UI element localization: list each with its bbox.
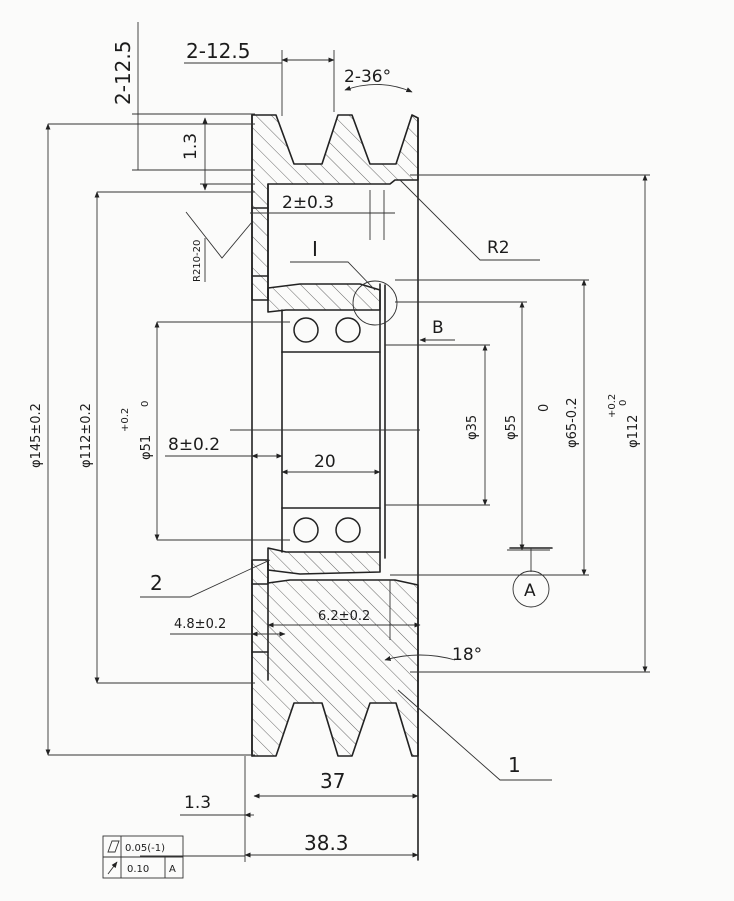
tolerance-frame: 0.05(-1) 0.10 A: [102, 835, 184, 879]
label-bearing-od-tol-upper: +0.2: [120, 408, 131, 432]
label-pitch-dia-right-tol-upper: +0.2: [607, 394, 618, 418]
label-bearing-width: 20: [314, 452, 336, 472]
detail-circle: [352, 280, 398, 326]
bearing-balls: [293, 317, 361, 543]
frame-row2-value: 0.10: [127, 864, 149, 875]
label-top-groove-pitch: 2-12.5: [186, 39, 250, 63]
dimension-lines: [45, 22, 650, 862]
label-groove-angle: 2-36°: [344, 67, 391, 87]
ball-bottom-right: [335, 517, 361, 543]
runout-icon: [107, 861, 118, 875]
datum-circle: [512, 570, 550, 608]
hub-top: [267, 283, 381, 313]
dimension-labels: 2-12.5 2-12.5 2-36° 1.3 2±0.3 R2 R210-20…: [29, 39, 641, 855]
flatness-icon: [107, 840, 120, 853]
label-pitch-dia-left: φ112±0.2: [79, 403, 94, 468]
label-bearing-od-tol-lower: 0: [140, 401, 151, 407]
label-pitch-dia-right-tol-lower: 0: [618, 400, 629, 406]
bottom-rim-section: [251, 559, 419, 757]
label-bore-dia: φ35: [465, 415, 480, 440]
label-bearing-od: φ51: [139, 435, 154, 460]
label-web-offset: 6.2±0.2: [318, 609, 370, 624]
ball-bottom-left: [293, 517, 319, 543]
label-shoulder-dia: φ55: [504, 415, 519, 440]
label-rim-thickness: 1.3: [181, 133, 201, 160]
label-hub-dia-tol-upper: 0: [537, 404, 552, 412]
label-groove-angle-bottom: 18°: [452, 645, 482, 665]
label-radius: R2: [487, 238, 510, 258]
label-hub-dia: φ65-0.2: [565, 398, 580, 448]
label-top-vertical-pitch: 2-12.5: [111, 41, 135, 105]
label-pitch-dia-right: φ112: [626, 415, 641, 448]
label-groove-span: 37: [320, 769, 345, 793]
pulley-body: [251, 114, 419, 757]
label-web-width: 4.8±0.2: [174, 617, 226, 632]
label-datum: A: [524, 581, 536, 601]
label-detail: I: [312, 237, 318, 261]
label-bottom-rim: 1.3: [184, 793, 211, 813]
frame-row2-datum: A: [169, 864, 176, 875]
top-rim-section: [251, 114, 419, 301]
label-recess-depth: 2±0.3: [282, 193, 334, 213]
hub-bottom: [267, 547, 381, 575]
ball-top-right: [335, 317, 361, 343]
label-item-2: 2: [150, 571, 163, 595]
label-overall-width: 38.3: [304, 831, 349, 855]
label-shoulder-width: 8±0.2: [168, 435, 220, 455]
label-outer-dia: φ145±0.2: [29, 403, 44, 468]
label-roughness: R210-20: [192, 240, 203, 282]
ball-top-left: [293, 317, 319, 343]
label-item-1: 1: [508, 753, 521, 777]
frame-row1-value: 0.05(-1): [125, 843, 165, 854]
label-section: B: [432, 318, 444, 338]
